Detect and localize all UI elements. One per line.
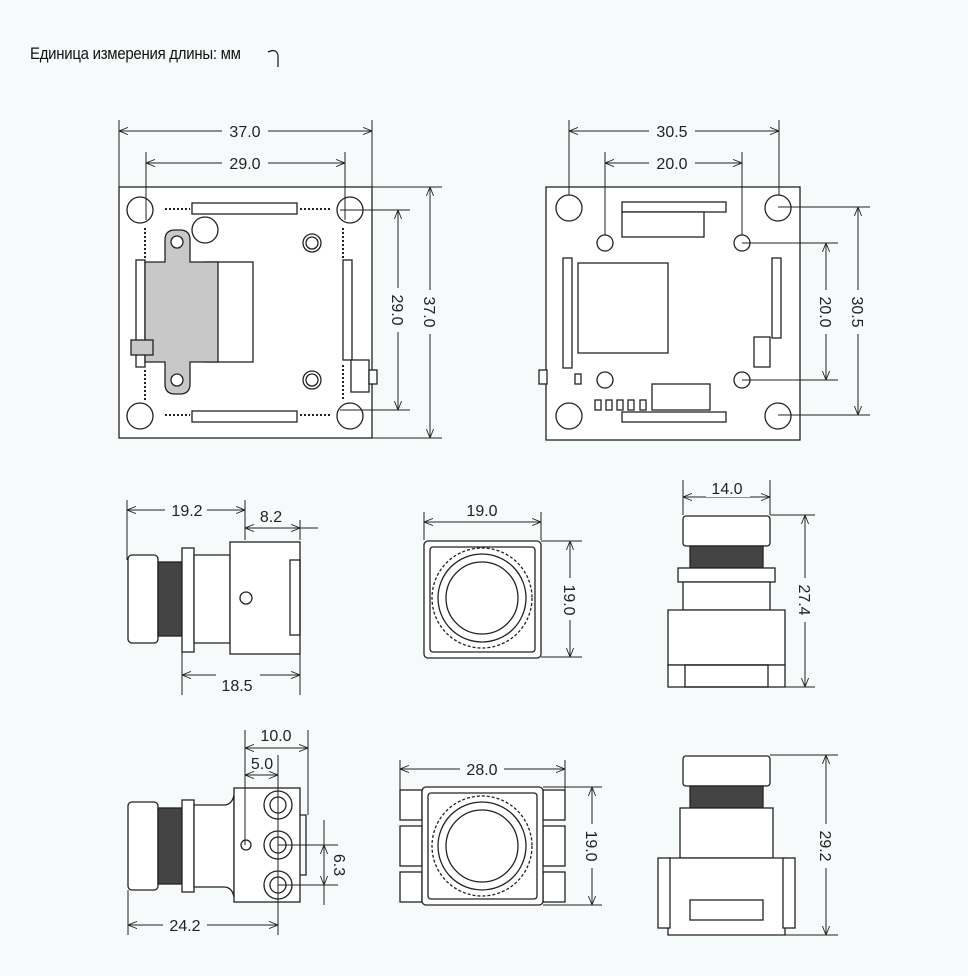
- camera-side-view-bracket: 10.0 5.0 6.3 24.2: [127, 728, 347, 936]
- dim-front-height: 37.0: [420, 296, 437, 327]
- dim-depth: 18.5: [221, 678, 252, 695]
- dim-bracket-top-height: 29.2: [816, 830, 833, 861]
- camera-top-view-bracket: 29.2: [657, 754, 838, 936]
- dim-top-height: 27.4: [795, 584, 812, 615]
- camera-front-view: 19.0 19.0: [423, 500, 582, 659]
- dim-bracket-front-height: 19.0: [582, 830, 599, 861]
- dim-front-hole-x: 29.0: [229, 156, 260, 173]
- dim-lens-length: 19.2: [171, 503, 202, 520]
- camera-top-view: 14.0 27.4: [667, 477, 816, 688]
- dim-front-view-width: 19.0: [466, 503, 497, 520]
- unit-label: Единица измерения длины: мм: [30, 44, 241, 63]
- dim-front-view-height: 19.0: [560, 584, 577, 615]
- dim-front-width: 37.0: [229, 124, 260, 141]
- dim-bracket-length: 24.2: [169, 918, 200, 935]
- dim-bracket-width: 28.0: [466, 762, 497, 779]
- dim-hole-spacing: 6.3: [330, 854, 347, 876]
- dim-back-width: 30.5: [656, 124, 687, 141]
- hook-icon: [267, 49, 279, 67]
- dim-back-hole-y: 20.0: [816, 296, 833, 327]
- dim-hole-offset: 5.0: [251, 756, 273, 773]
- dim-back-hole-x: 20.0: [656, 156, 687, 173]
- dim-front-hole-y: 29.0: [388, 294, 405, 325]
- dim-mount-offset: 10.0: [260, 728, 291, 745]
- dim-lens-width: 14.0: [711, 481, 742, 498]
- dim-body-length: 8.2: [260, 509, 282, 526]
- front-pcb-view: 37.0 29.0 29.0 37.0: [118, 120, 442, 439]
- back-pcb-view: 30.5 20.0 20.0 30.5: [538, 120, 870, 441]
- camera-front-view-bracket: 28.0 19.0: [399, 758, 603, 906]
- dim-back-height: 30.5: [848, 296, 865, 327]
- camera-side-view: 19.2 8.2 18.5: [126, 499, 318, 695]
